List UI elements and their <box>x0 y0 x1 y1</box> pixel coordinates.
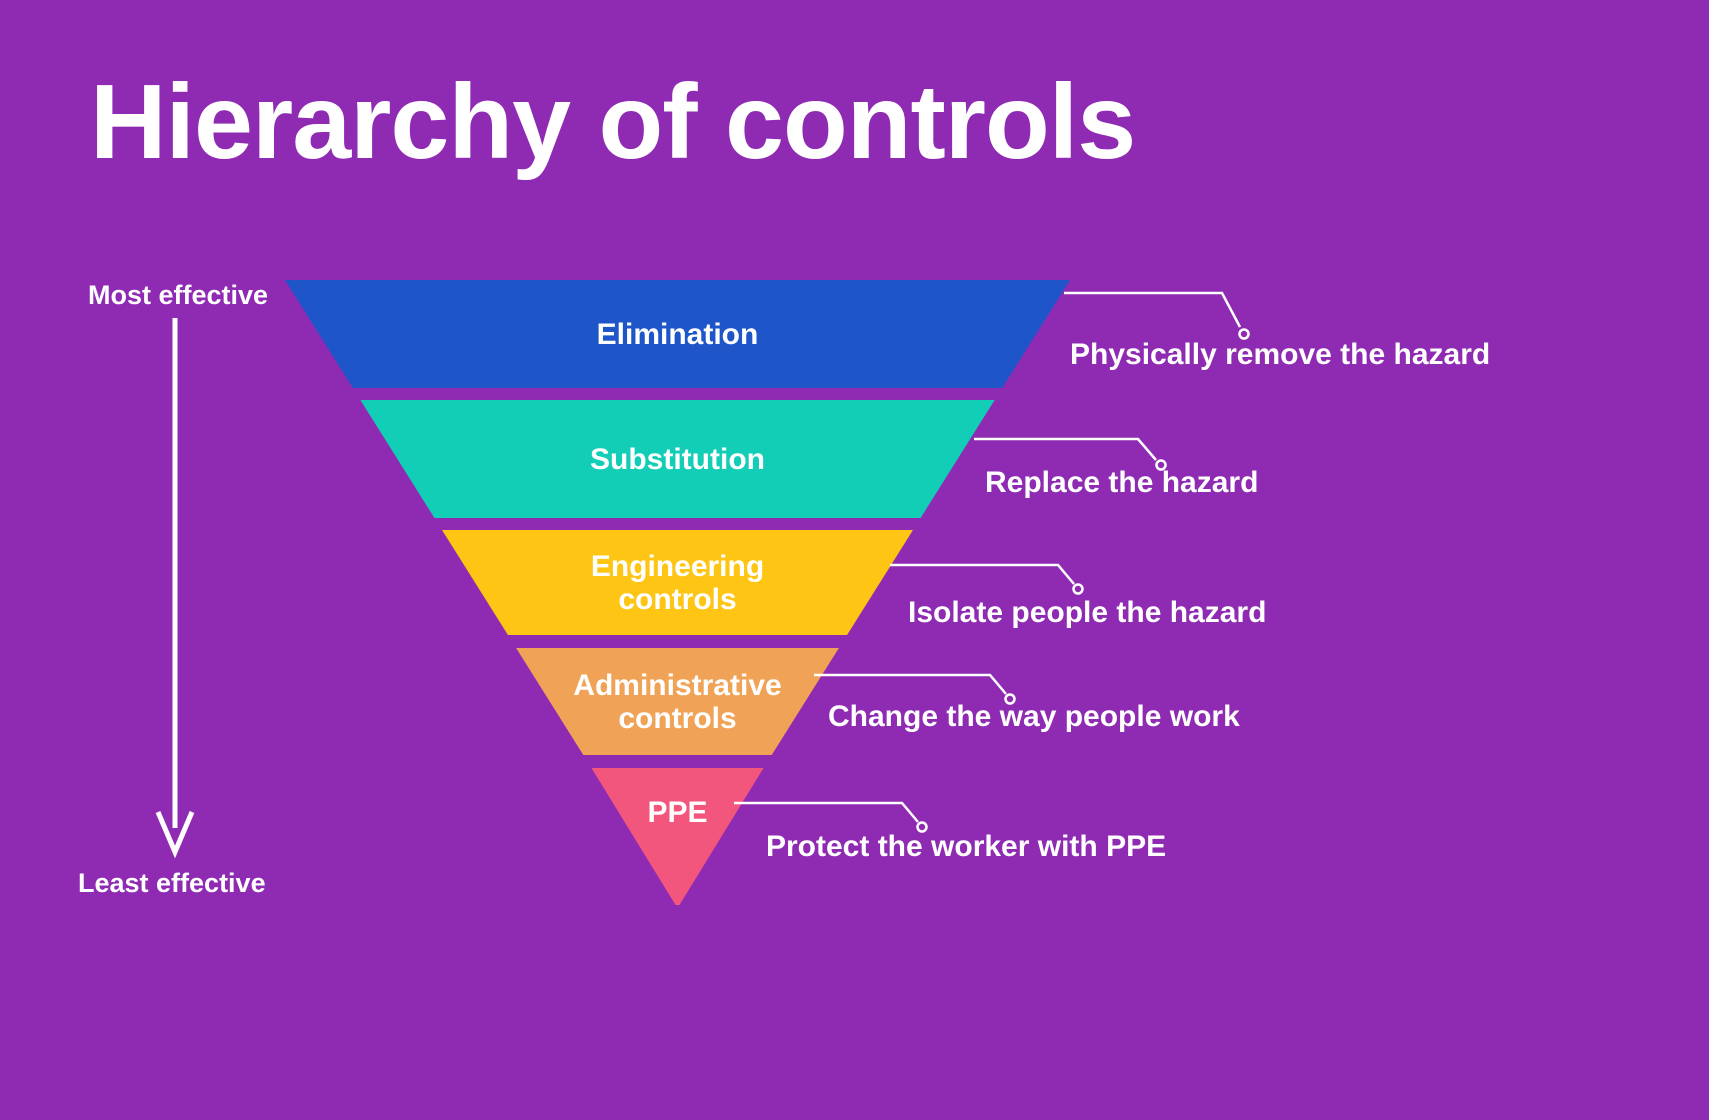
down-arrow-icon <box>155 318 195 859</box>
annotation-substitution: Replace the hazard <box>985 466 1259 499</box>
level-label-engineering-controls: Engineering controls <box>590 549 765 616</box>
level-elimination: Elimination <box>285 280 1070 388</box>
leader-line-icon <box>890 563 1084 595</box>
page-title: Hierarchy of controls <box>90 63 1136 181</box>
leader-line-icon <box>974 437 1167 471</box>
annotation-administrative-controls: Change the way people work <box>828 700 1240 733</box>
level-substitution: Substitution <box>360 400 995 518</box>
most-effective-label: Most effective <box>88 280 269 310</box>
leader-line-icon <box>1064 291 1250 340</box>
level-label-substitution: Substitution <box>590 442 765 476</box>
leader-line-icon <box>734 801 928 833</box>
annotation-engineering-controls: Isolate people the hazard <box>908 596 1267 629</box>
least-effective-label: Least effective <box>78 868 266 898</box>
leader-line-icon <box>814 673 1016 705</box>
hierarchy-pyramid: Elimination Substitution Engineering con… <box>285 280 1070 905</box>
level-engineering-controls: Engineering controls <box>442 530 913 635</box>
level-label-administrative-controls: Administrative controls <box>573 668 782 735</box>
level-label-elimination: Elimination <box>596 317 759 351</box>
annotation-elimination: Physically remove the hazard <box>1070 338 1491 371</box>
annotation-ppe: Protect the worker with PPE <box>766 830 1167 863</box>
level-label-ppe: PPE <box>647 796 708 829</box>
